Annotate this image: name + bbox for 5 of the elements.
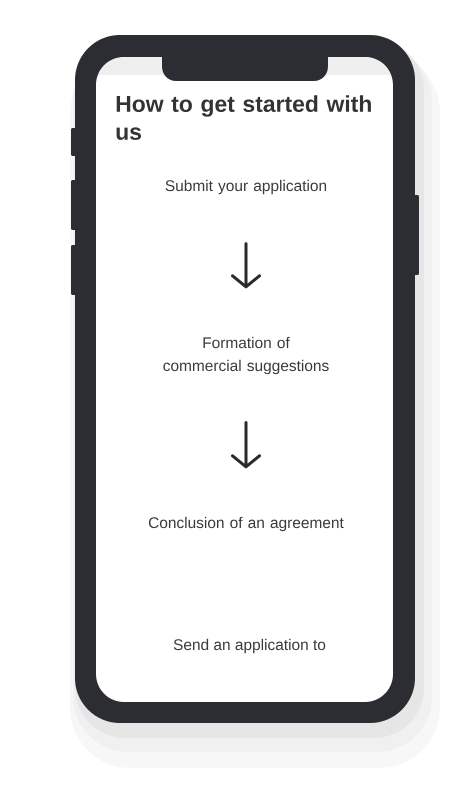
- step-text: Conclusion of an agreement: [148, 516, 344, 532]
- heading: How to get started with us: [116, 95, 371, 140]
- step-text: Submit your application: [166, 180, 326, 194]
- step-text: Formation of commercial suggestions: [163, 336, 329, 374]
- contact-text: Send an application to: [174, 638, 326, 654]
